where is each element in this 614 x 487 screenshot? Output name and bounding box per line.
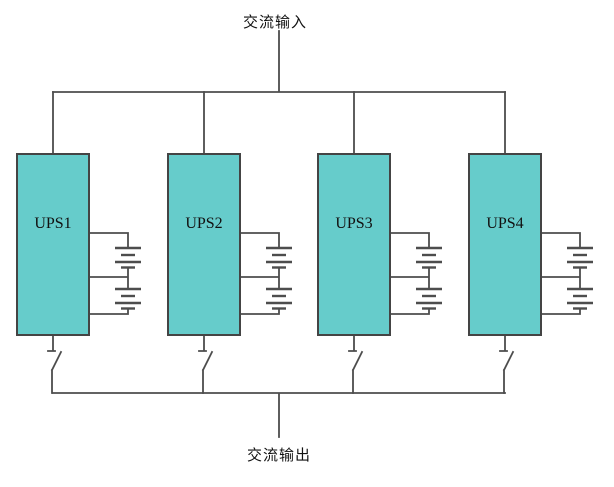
ups-boxes: [16, 153, 542, 336]
ups2-wiring: [203, 91, 280, 315]
ups4-label: UPS4: [486, 215, 523, 232]
ac-output-label: 交流输出: [247, 446, 311, 464]
ups3-box: [317, 153, 391, 336]
ac-input-label: 交流输入: [243, 13, 307, 31]
wiring-layer: [47, 30, 581, 438]
battery-icon: [113, 287, 143, 310]
switch-icon: [198, 334, 214, 394]
ups3-wiring: [353, 91, 430, 315]
ups2-label: UPS2: [185, 215, 222, 232]
battery-icon: [414, 287, 444, 310]
battery-icon: [113, 246, 143, 269]
ups2-box: [167, 153, 241, 336]
ups1-label: UPS1: [34, 215, 71, 232]
battery-icon: [414, 246, 444, 269]
switch-icon: [348, 334, 364, 394]
ups1-box: [16, 153, 90, 336]
battery-icon: [264, 287, 294, 310]
battery-icon: [264, 246, 294, 269]
ac-bus-lines: [52, 30, 506, 438]
ups4-wiring: [504, 91, 581, 315]
ups4-box: [468, 153, 542, 336]
battery-icon: [565, 246, 595, 269]
switch-icon: [47, 334, 63, 394]
ups1-wiring: [52, 91, 129, 315]
ups3-label: UPS3: [335, 215, 372, 232]
switch-icon: [499, 334, 515, 394]
battery-icon: [565, 287, 595, 310]
